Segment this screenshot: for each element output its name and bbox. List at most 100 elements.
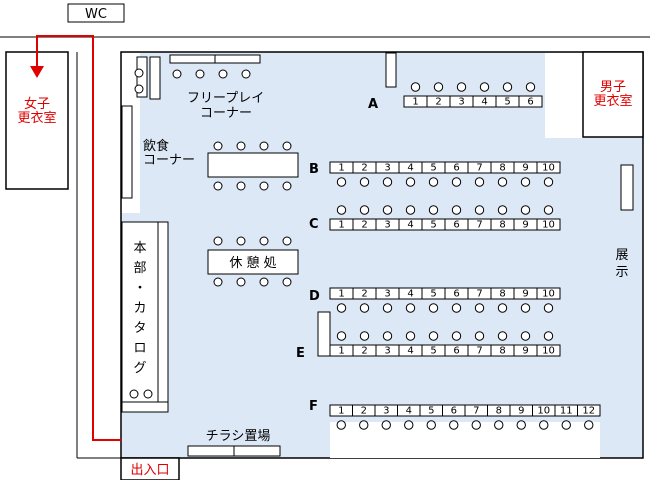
chair (259, 277, 269, 287)
mens-room-label-2: 更衣室 (593, 93, 632, 109)
eating-table (207, 152, 299, 178)
chair (134, 68, 144, 78)
circle-number: 5 (430, 346, 436, 357)
free-play-label-2: コーナー (200, 106, 252, 121)
hq-label-4: カ (133, 301, 146, 316)
hq-front-table (121, 401, 169, 413)
circle-number: 7 (476, 289, 482, 300)
exhibit-table (620, 164, 634, 211)
circle-number: 3 (384, 220, 390, 231)
circle-number: 10 (537, 406, 550, 417)
chair (336, 331, 347, 341)
circle-number: 9 (518, 406, 524, 417)
circle-number: 9 (522, 220, 528, 231)
chair (282, 141, 292, 151)
chair (520, 303, 531, 313)
chair (449, 420, 459, 430)
rest-area-label: 休 憩 処 (229, 255, 276, 271)
circle-number: 10 (542, 346, 555, 357)
chair (382, 205, 393, 215)
chair (336, 420, 346, 430)
chair (428, 331, 439, 341)
circle-table-b-10 (536, 161, 561, 174)
circle-number: 4 (406, 406, 412, 417)
chair (520, 177, 531, 187)
circle-number: 4 (407, 220, 413, 231)
chair (236, 181, 246, 191)
circle-number: 2 (361, 346, 367, 357)
chair (428, 177, 439, 187)
wc-room (67, 3, 125, 23)
row-e-side-table (317, 311, 331, 357)
free-play-label-1: フリープレイ (187, 91, 264, 106)
circle-number: 5 (430, 289, 436, 300)
chair (259, 181, 269, 191)
circle-number: 9 (522, 163, 528, 174)
circle-number: 1 (412, 97, 418, 108)
chair (471, 420, 481, 430)
chair (516, 420, 526, 430)
chair (236, 236, 246, 246)
circle-number: 7 (476, 346, 482, 357)
mens-room-label-1: 男子 (600, 80, 626, 95)
flyers-table-1 (187, 445, 235, 457)
circle-number: 2 (435, 97, 441, 108)
eating-wall-table (121, 105, 133, 199)
hq-catalog-table (157, 221, 169, 403)
chair (428, 205, 439, 215)
row-a-side-table (385, 52, 397, 88)
circle-number: 10 (542, 289, 555, 300)
circle-number: 5 (428, 406, 434, 417)
chair (195, 69, 205, 79)
circle-number: 2 (361, 406, 367, 417)
circle-number: 5 (504, 97, 510, 108)
circle-number: 3 (384, 346, 390, 357)
chair (405, 331, 416, 341)
circle-table-a-6 (518, 95, 543, 108)
eating-label-2: コーナー (143, 153, 195, 168)
chair (497, 331, 508, 341)
chair (584, 420, 594, 430)
circle-number: 4 (407, 163, 413, 174)
hq-label-2: 部 (133, 261, 146, 276)
chair (497, 303, 508, 313)
chair (474, 177, 485, 187)
chair (282, 236, 292, 246)
circle-number: 9 (522, 289, 528, 300)
chair (359, 420, 369, 430)
circle-number: 10 (542, 163, 555, 174)
route-line (36, 35, 122, 441)
circle-number: 8 (499, 220, 505, 231)
hq-label-5: タ (133, 321, 146, 336)
circle-number: 4 (407, 346, 413, 357)
chair (561, 420, 571, 430)
circle-number: 4 (481, 97, 487, 108)
chair (218, 69, 228, 79)
circle-table-c-10 (536, 218, 561, 231)
circle-number: 2 (361, 163, 367, 174)
circle-number: 6 (453, 346, 459, 357)
entrance-label: 出入口 (130, 463, 169, 478)
chair (497, 177, 508, 187)
chair (382, 331, 393, 341)
row-letter-b: B (309, 162, 319, 177)
chair (497, 205, 508, 215)
chair (143, 389, 153, 399)
mens-changing-room (582, 51, 644, 138)
chair (336, 303, 347, 313)
entrance (120, 457, 180, 480)
circle-number: 1 (338, 289, 344, 300)
chair (134, 84, 144, 94)
chair (474, 331, 485, 341)
chair (520, 205, 531, 215)
chair (129, 389, 139, 399)
chair (474, 303, 485, 313)
circle-table-f-12 (577, 404, 601, 417)
womens-room-label-2: 更衣室 (17, 110, 56, 126)
chair (259, 141, 269, 151)
circle-number: 11 (560, 406, 573, 417)
free-play-shelf-b (149, 56, 161, 100)
circle-number: 6 (453, 289, 459, 300)
